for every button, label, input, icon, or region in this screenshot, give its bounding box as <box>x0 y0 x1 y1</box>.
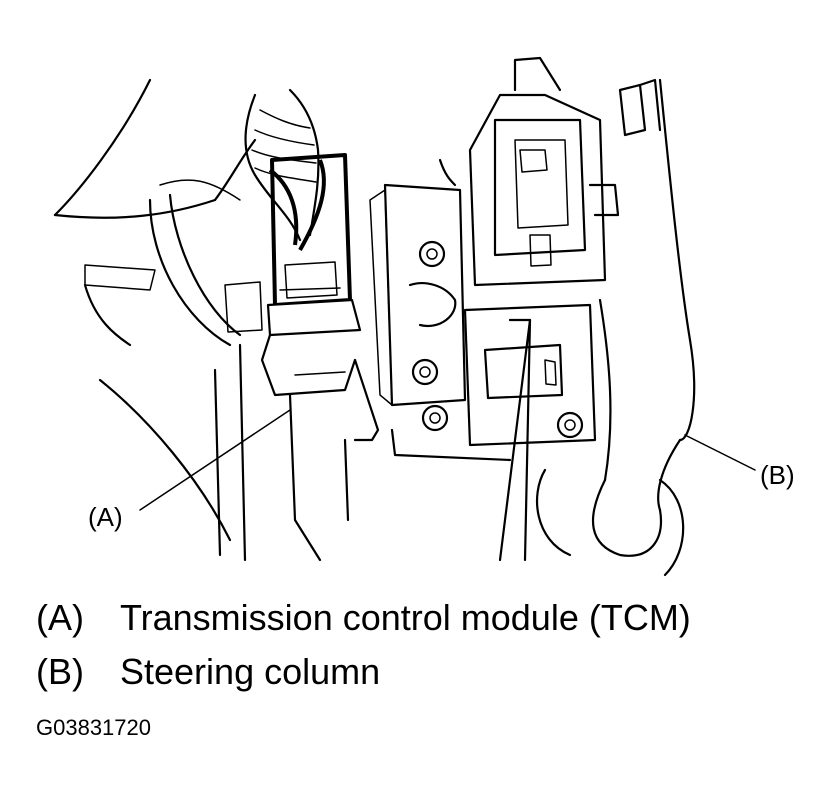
figure-code: G03831720 <box>36 715 151 740</box>
legend-key-b: (B) <box>36 651 84 692</box>
steering-column <box>535 78 696 577</box>
legend-key-a: (A) <box>36 597 84 638</box>
wiring-harness <box>244 88 326 251</box>
legend-text-b: Steering column <box>120 651 381 692</box>
tcm-module <box>260 153 380 562</box>
lower-dash-structure <box>148 193 263 562</box>
callout-label-b: (B) <box>760 460 795 490</box>
leader-lines <box>139 409 756 511</box>
callout-label-a: (A) <box>88 502 123 532</box>
legend-row-b: (B) Steering column <box>36 652 380 692</box>
legend-row-a: (A) Transmission control module (TCM) <box>36 598 691 638</box>
legend-text-a: Transmission control module (TCM) <box>120 597 691 638</box>
pedal-bracket <box>369 158 512 462</box>
dashboard-panel-outline <box>53 78 257 542</box>
brake-switch-assembly <box>468 56 662 287</box>
line-drawing-illustration <box>53 56 756 577</box>
pedal-arm <box>463 303 597 562</box>
